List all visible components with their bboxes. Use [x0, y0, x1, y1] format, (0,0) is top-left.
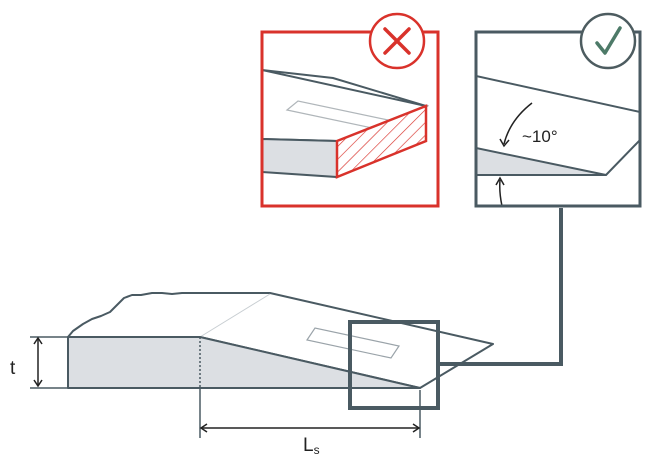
angle-label: ~10° — [522, 127, 558, 146]
cross-icon — [368, 12, 426, 70]
board-front-face — [67, 336, 421, 389]
main-board — [67, 292, 494, 389]
wrong-panel-frame — [260, 30, 440, 208]
angle-arc-upper — [503, 102, 533, 145]
blunt-end-hatch — [335, 104, 428, 179]
wrong-detail-panel — [260, 12, 440, 208]
detail-connector — [438, 208, 563, 366]
right-panel-frame — [474, 30, 642, 208]
length-label: Ls — [303, 435, 320, 457]
angle-arc-lower — [499, 179, 503, 206]
thickness-dimension: t — [10, 336, 68, 389]
check-icon — [579, 12, 637, 70]
length-dimension: Ls — [199, 388, 421, 457]
thickness-label: t — [10, 358, 16, 379]
board-top-surface — [67, 292, 494, 389]
board-label-rectangle — [306, 327, 400, 359]
board-surface-hint — [199, 293, 271, 338]
right-detail-panel: ~10° — [474, 12, 642, 208]
